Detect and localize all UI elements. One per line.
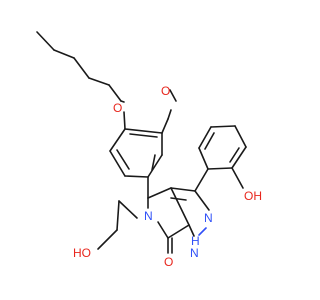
methoxy-bonds [161,89,177,134]
atom-o-methoxy: O [161,84,170,98]
atom-o-carbonyl: O [164,255,173,269]
atom-oh-phenol: OH [244,189,262,203]
pentyl-chain [36,31,122,102]
hydroxyphenyl-ring [194,125,247,192]
pentyloxy-bonds [120,100,126,130]
methoxyphenyl-ring [109,128,163,178]
atom-n-lactam: N [144,209,153,223]
atom-labels: O O OH HO O N N H N [73,84,262,269]
atom-nh-h: H [191,234,200,248]
atom-o-pentyloxy: O [113,101,122,115]
structure-canvas: O O OH HO O N N H N [36,31,262,269]
molecule-structure: O O OH HO O N N H N [36,31,262,269]
atom-n-pyrazole: N [204,211,213,225]
atom-nh-n: N [190,246,199,260]
atom-ho-ethyl: HO [73,246,91,260]
hydroxyethyl-arm [97,200,138,250]
bicyclic-core [147,187,210,254]
